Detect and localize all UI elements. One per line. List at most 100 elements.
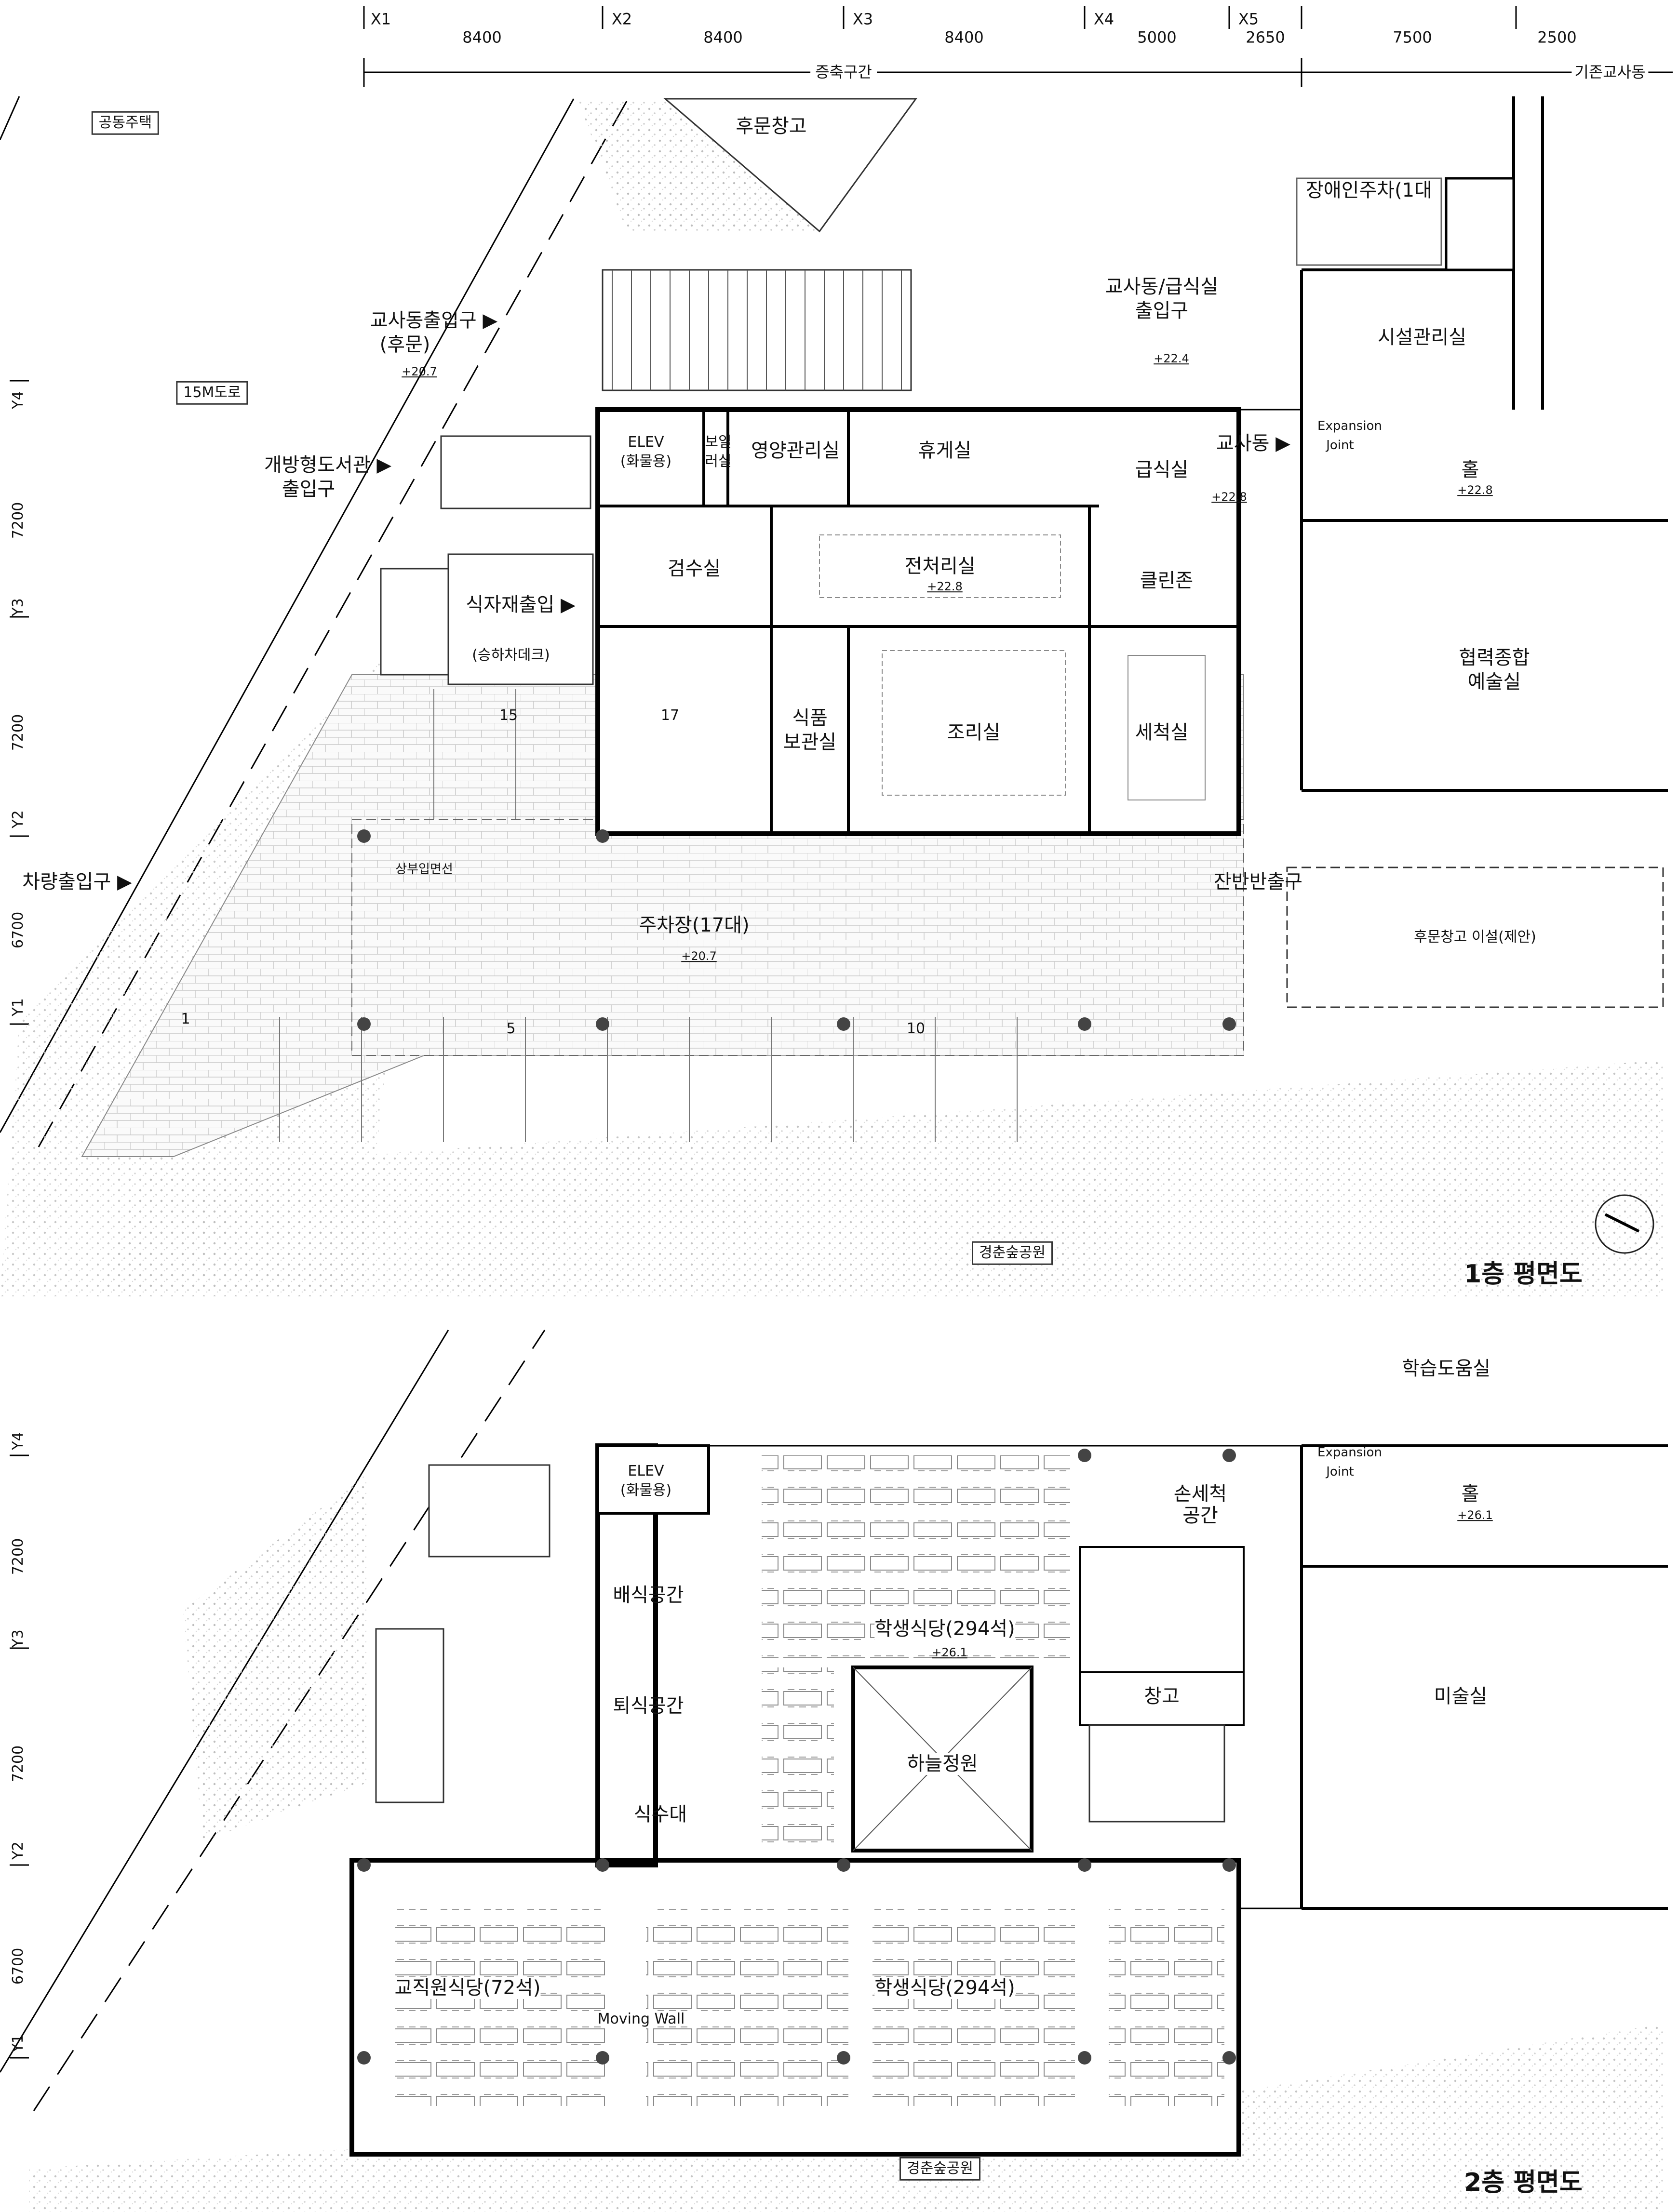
label-elev-sub-f2: (화물용) — [620, 1481, 672, 1499]
label-moving-wall: Moving Wall — [597, 2010, 685, 2027]
label-nutrition: 영양관리실 — [751, 440, 840, 462]
level-f2-l2: +26.1 — [932, 1646, 967, 1660]
floor2-plan — [0, 1330, 1668, 2212]
label-deck: (승하차데크) — [472, 646, 550, 664]
label-entry-car: 차량출입구 ▶ — [22, 871, 132, 893]
level-f1-l6: +20.7 — [681, 949, 717, 963]
label-disabled-parking: 장애인주차(1대 — [1306, 179, 1432, 201]
span-y1-f2: 7200 — [9, 1538, 27, 1575]
zone-new-label: 증축구간 — [810, 63, 877, 81]
label-wash: 손세척 — [1173, 1483, 1227, 1505]
grid-y2-f1: Y2 — [9, 810, 27, 828]
label-expansion-f1: Expansion — [1317, 419, 1382, 434]
label-hall-f1: 홀 — [1461, 459, 1479, 481]
grid-y4-f2: Y4 — [9, 1432, 27, 1450]
grid-x2: X2 — [611, 10, 632, 28]
label-parking: 주차장(17대) — [639, 914, 750, 936]
label-cleanzone: 클린존 — [1140, 570, 1194, 592]
grid-x5: X5 — [1238, 10, 1259, 28]
grid-y3-f1: Y3 — [9, 598, 27, 616]
grid-lines-y-left — [10, 380, 29, 2059]
floor1-plan — [0, 96, 1668, 1296]
label-warehouse-move: 후문창고 이설(제안) — [1414, 928, 1536, 946]
grid-x1: X1 — [370, 10, 391, 28]
span-6: 7500 — [1393, 28, 1432, 47]
dimension-header — [363, 6, 1673, 87]
level-f1-l5: +22.8 — [927, 580, 963, 594]
level-f1-l4: +22.8 — [1211, 490, 1247, 504]
label-joint-f2: Joint — [1326, 1465, 1354, 1479]
label-apartment: 공동주택 — [91, 111, 160, 135]
label-boiler-sub: 러실 — [705, 453, 732, 470]
label-washing: 세척실 — [1135, 721, 1189, 744]
label-facility: 시설관리실 — [1378, 326, 1466, 348]
floor1-title: 1층 평면도 — [1464, 1260, 1583, 1289]
label-hall-f2: 홀 — [1461, 1483, 1479, 1505]
label-elev-sub-f1: (화물용) — [620, 453, 672, 470]
span-y3-f1: 6700 — [9, 911, 27, 949]
label-serving: 급식실 — [1135, 459, 1189, 481]
label-elev-f1: ELEV — [628, 433, 664, 451]
span-y2-f2: 7200 — [9, 1745, 27, 1783]
label-entry-meal: 교사동/급식실 — [1105, 276, 1219, 298]
parking-num-1: 1 — [181, 1010, 190, 1027]
parking-num-10: 10 — [906, 1020, 926, 1037]
level-f1-l1: +20.7 — [402, 365, 437, 379]
label-entry-library-sub: 출입구 — [282, 478, 336, 500]
label-entry-school-sub: (후문) — [379, 333, 430, 356]
label-sink: 식수대 — [633, 1803, 687, 1826]
grid-y2-f2: Y2 — [9, 1841, 27, 1860]
label-prep: 전처리실 — [904, 555, 976, 577]
label-return: 퇴식공간 — [613, 1695, 684, 1717]
zone-existing-label: 기존교사동 — [1571, 63, 1649, 81]
label-school-bldg: 교사동 ▶ — [1216, 432, 1290, 454]
label-student-dining-bottom: 학생식당(294석) — [874, 1977, 1015, 1999]
label-sky-garden: 하늘정원 — [907, 1753, 978, 1775]
label-road: 15M도로 — [176, 381, 248, 405]
label-elev-f2: ELEV — [628, 1462, 664, 1479]
grid-x3: X3 — [852, 10, 873, 28]
label-entry-library: 개방형도서관 ▶ — [264, 454, 392, 476]
grid-y1-f1: Y1 — [9, 998, 27, 1016]
label-boiler: 보일 — [705, 433, 732, 451]
parking-num-17: 17 — [660, 706, 680, 724]
level-f1-l2: +22.4 — [1154, 352, 1189, 366]
span-y1-f1: 7200 — [9, 502, 27, 539]
label-wash-sub: 공간 — [1182, 1505, 1218, 1527]
grid-y3-f2: Y3 — [9, 1629, 27, 1648]
label-serve: 배식공간 — [613, 1584, 684, 1606]
span-5: 2650 — [1246, 28, 1285, 47]
label-joint-f1: Joint — [1326, 438, 1354, 453]
label-entry-meal-sub: 출입구 — [1135, 300, 1189, 322]
label-cooking: 조리실 — [947, 721, 1001, 744]
label-park-f1: 경춘숲공원 — [972, 1241, 1053, 1265]
level-f1-l3: +22.8 — [1457, 483, 1493, 497]
span-7: 2500 — [1537, 28, 1577, 47]
grid-y4-f1: Y4 — [9, 391, 27, 409]
span-y2-f1: 7200 — [9, 714, 27, 751]
grid-x4: X4 — [1093, 10, 1114, 28]
label-arts-sub: 예술실 — [1467, 671, 1521, 693]
span-3: 8400 — [944, 28, 984, 47]
label-leftover: 잔반반출구 — [1214, 871, 1302, 893]
label-inspection: 검수실 — [667, 558, 721, 580]
span-4: 5000 — [1137, 28, 1177, 47]
label-entry-school: 교사동출입구 ▶ — [370, 309, 498, 332]
label-storage: 창고 — [1144, 1685, 1180, 1707]
label-arts: 협력종합 — [1459, 647, 1530, 669]
label-food-store: 식품 — [792, 707, 828, 729]
label-student-dining-top: 학생식당(294석) — [874, 1618, 1015, 1640]
label-food-store-sub: 보관실 — [783, 731, 837, 753]
level-f2-l1: +26.1 — [1457, 1508, 1493, 1522]
parking-num-15: 15 — [499, 706, 518, 724]
label-art: 미술실 — [1434, 1685, 1488, 1707]
label-expansion-f2: Expansion — [1317, 1445, 1382, 1460]
label-study: 학습도움실 — [1402, 1358, 1490, 1380]
grid-y1-f2: Y1 — [9, 2034, 27, 2052]
label-staff-dining: 교직원식당(72석) — [394, 1977, 541, 1999]
label-upper-line: 상부입면선 — [395, 862, 453, 877]
span-y3-f2: 6700 — [9, 1947, 27, 1985]
label-warehouse: 후문창고 — [736, 115, 807, 137]
span-2: 8400 — [703, 28, 743, 47]
